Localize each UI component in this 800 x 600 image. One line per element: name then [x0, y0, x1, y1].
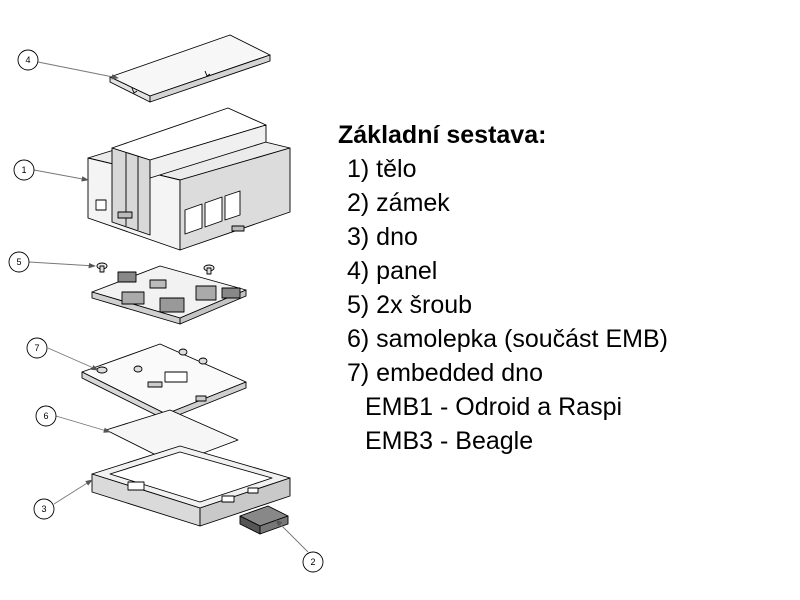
svg-text:6: 6	[43, 411, 48, 421]
callout-5: 5	[8, 251, 30, 273]
svg-text:4: 4	[25, 55, 30, 65]
leader-3	[53, 479, 93, 505]
embedded-base-part	[81, 343, 247, 421]
callout-4: 4	[17, 49, 39, 71]
parts-legend: Základní sestava: 1) tělo 2) zámek 3) dn…	[338, 118, 668, 458]
screw-right	[203, 264, 215, 275]
legend-item-2: 2) zámek	[347, 189, 450, 217]
legend-item-6: 6) samolepka (součást EMB)	[347, 325, 668, 353]
screw-left	[96, 262, 108, 273]
leader-4	[37, 61, 119, 80]
base-tray-part	[91, 445, 291, 527]
svg-text:3: 3	[41, 504, 46, 514]
leader-5	[28, 261, 96, 269]
svg-text:2: 2	[310, 557, 315, 567]
leader-1	[33, 169, 89, 182]
callout-1: 1	[13, 159, 35, 181]
legend-heading: Základní sestava:	[338, 121, 547, 149]
svg-text:1: 1	[21, 165, 26, 175]
callout-2: 2	[302, 551, 324, 573]
body-part	[87, 107, 291, 251]
callout-6: 6	[35, 405, 57, 427]
legend-item-4: 4) panel	[347, 257, 438, 285]
callout-3: 3	[33, 498, 55, 520]
leader-6	[55, 415, 111, 433]
legend-item-5: 5) 2x šroub	[347, 291, 473, 319]
legend-item-3: 3) dno	[347, 223, 418, 251]
panel-part	[109, 34, 271, 103]
legend-item-7: 7) embedded dno	[347, 359, 543, 387]
leader-2	[275, 519, 309, 553]
embedded-board	[91, 265, 247, 325]
callout-7: 7	[26, 337, 48, 359]
sticker-part	[105, 409, 239, 465]
legend-subitem-emb1: EMB1 - Odroid a Raspi	[365, 393, 623, 421]
leader-7	[47, 347, 99, 371]
svg-text:7: 7	[34, 343, 39, 353]
legend-item-1: 1) tělo	[347, 155, 417, 183]
legend-subitem-emb3: EMB3 - Beagle	[365, 427, 534, 455]
svg-text:5: 5	[16, 257, 21, 267]
